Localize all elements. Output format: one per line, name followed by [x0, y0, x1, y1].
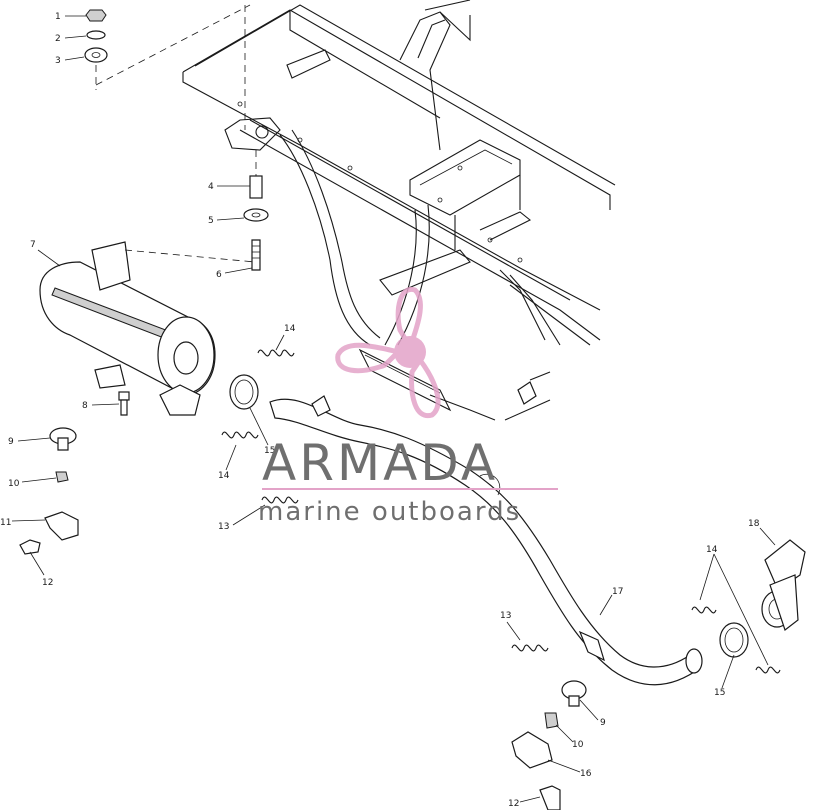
muffler	[39, 241, 256, 416]
bracket-left	[44, 511, 79, 541]
bolt-left	[19, 539, 41, 555]
nut-left	[55, 471, 69, 483]
bolt-8	[118, 391, 130, 416]
head-pipe	[269, 395, 703, 686]
callout-14-upper: 14	[284, 324, 296, 334]
muffler-mount-hardware	[243, 150, 269, 271]
callout-4: 4	[208, 182, 214, 192]
watermark: ARMADA marine outboards	[258, 286, 558, 527]
callout-10-left: 10	[8, 479, 20, 489]
callout-1: 1	[55, 12, 61, 22]
vehicle-frame	[182, 0, 616, 421]
callout-13-left: 13	[218, 522, 229, 532]
propeller-icon	[335, 286, 441, 419]
callout-12-right: 12	[508, 799, 519, 809]
spring-13-lower	[511, 644, 549, 652]
callout-7: 7	[30, 240, 36, 250]
callout-8: 8	[82, 401, 88, 411]
top-mount-hardware	[84, 4, 251, 130]
callout-2: 2	[55, 34, 61, 44]
spring-13-left	[261, 496, 299, 504]
callout-14-right: 14	[706, 545, 718, 555]
right-hardware	[511, 680, 587, 810]
spring-14-upper	[257, 349, 295, 357]
callout-12-left: 12	[42, 578, 53, 588]
outlet-fitting	[761, 539, 806, 631]
callout-15-upper: 15	[264, 446, 275, 456]
spring-14-right-lower	[755, 666, 781, 674]
callout-13-lower: 13	[500, 611, 511, 621]
callout-16: 16	[580, 769, 592, 779]
gasket-lower	[719, 622, 749, 658]
callout-numbers: 1 2 3 4 5 6 7 8 9 9 10 10 11 12 12 13 13…	[0, 12, 760, 809]
callout-9-left: 9	[8, 437, 14, 447]
callout-9-right: 9	[600, 718, 606, 728]
gasket-upper	[229, 374, 259, 410]
watermark-underline	[262, 488, 558, 490]
callout-6: 6	[216, 270, 222, 280]
grommet-left	[49, 427, 77, 451]
callout-18: 18	[748, 519, 760, 529]
callout-3: 3	[55, 56, 61, 66]
watermark-tagline: marine outboards	[258, 497, 521, 527]
callout-14-left: 14	[218, 471, 230, 481]
callout-17: 17	[612, 587, 623, 597]
spring-14-right-upper	[691, 606, 717, 614]
leader-lines	[11, 15, 776, 803]
callout-5: 5	[208, 216, 214, 226]
watermark-brand: ARMADA	[262, 434, 498, 492]
callout-11: 11	[0, 518, 11, 528]
callout-10-right: 10	[572, 740, 584, 750]
spring-14-left	[221, 431, 259, 439]
callout-15-lower: 15	[714, 688, 725, 698]
